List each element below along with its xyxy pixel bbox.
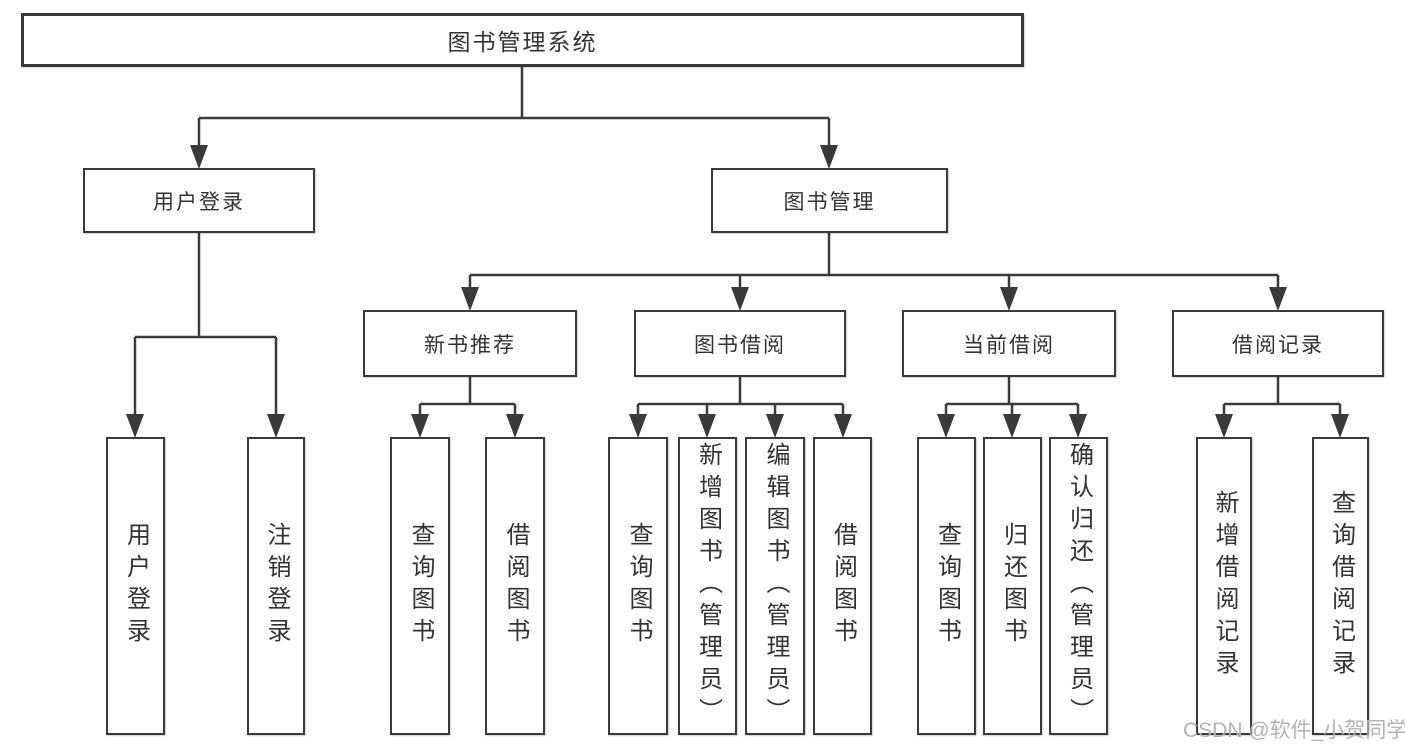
leaf-confirm-return-admin: 确认归还（管理员） — [1049, 437, 1108, 735]
node-book-management: 图书管理 — [711, 168, 948, 233]
leaf-query-borrow-record: 查询借阅记录 — [1312, 437, 1369, 735]
leaf-edit-book-admin: 编辑图书（管理员） — [745, 437, 805, 735]
leaf-return-book: 归还图书 — [983, 437, 1042, 735]
leaf-user-login: 用户登录 — [106, 437, 165, 735]
leaf-borrow-books-2-label: 借阅图书 — [829, 522, 857, 650]
leaf-borrow-books-1: 借阅图书 — [485, 437, 545, 735]
leaf-query-borrow-record-label: 查询借阅记录 — [1327, 490, 1355, 682]
node-current-borrowing: 当前借阅 — [902, 310, 1116, 377]
node-root: 图书管理系统 — [21, 13, 1024, 67]
leaf-add-borrow-record: 新增借阅记录 — [1196, 437, 1252, 735]
leaf-confirm-return-admin-label: 确认归还（管理员） — [1065, 442, 1093, 730]
leaf-query-books-2: 查询图书 — [608, 437, 668, 735]
node-user-login-label: 用户登录 — [153, 190, 245, 214]
leaf-user-login-label: 用户登录 — [122, 522, 150, 650]
leaf-add-book-admin: 新增图书（管理员） — [678, 437, 737, 735]
node-book-management-label: 图书管理 — [783, 190, 876, 214]
node-book-borrowing-label: 图书借阅 — [694, 333, 786, 357]
leaf-query-books-3: 查询图书 — [917, 437, 976, 735]
node-book-borrowing: 图书借阅 — [634, 310, 846, 377]
leaf-query-books-3-label: 查询图书 — [933, 522, 961, 650]
leaf-query-books-1: 查询图书 — [390, 437, 450, 735]
leaf-add-book-admin-label: 新增图书（管理员） — [694, 442, 722, 730]
csdn-watermark: CSDN @软件_小贺同学 — [1183, 719, 1405, 742]
leaf-logout: 注销登录 — [247, 437, 305, 735]
leaf-logout-label: 注销登录 — [263, 522, 290, 650]
leaf-query-books-2-label: 查询图书 — [625, 522, 652, 650]
node-current-borrowing-label: 当前借阅 — [963, 333, 1055, 357]
leaf-add-borrow-record-label: 新增借阅记录 — [1211, 490, 1238, 682]
node-new-book-recommend: 新书推荐 — [363, 310, 577, 377]
leaf-borrow-books-2: 借阅图书 — [813, 437, 872, 735]
node-user-login: 用户登录 — [83, 168, 315, 233]
leaf-return-book-label: 归还图书 — [999, 522, 1027, 650]
node-borrow-records: 借阅记录 — [1172, 310, 1384, 377]
leaf-borrow-books-1-label: 借阅图书 — [502, 522, 529, 650]
node-new-book-recommend-label: 新书推荐 — [424, 333, 516, 357]
node-borrow-records-label: 借阅记录 — [1232, 333, 1324, 357]
node-root-label: 图书管理系统 — [447, 29, 598, 55]
leaf-edit-book-admin-label: 编辑图书（管理员） — [762, 442, 789, 730]
leaf-query-books-1-label: 查询图书 — [407, 522, 434, 650]
